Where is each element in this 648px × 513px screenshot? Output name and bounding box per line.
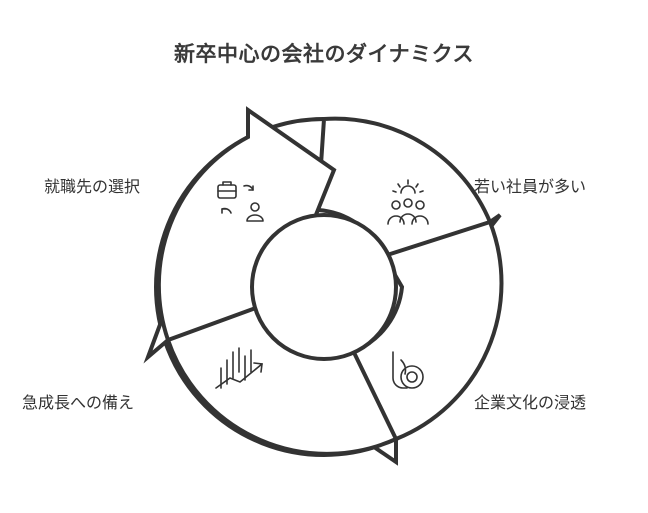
growth-chart-icon (215, 347, 263, 389)
culture-icon (392, 351, 424, 389)
people-group-icon (387, 179, 429, 225)
segment-label-rapid-growth: 急成長への備え (22, 393, 135, 412)
inner-circle (250, 213, 398, 361)
segment-label-corporate-culture: 企業文化の浸透 (474, 393, 587, 412)
segment-label-career-choice: 就職先の選択 (44, 177, 141, 196)
diagram-title: 新卒中心の会社のダイナミクス (174, 42, 474, 66)
segment-label-young-employees: 若い社員が多い (474, 177, 587, 196)
briefcase-person-icon (217, 181, 264, 222)
